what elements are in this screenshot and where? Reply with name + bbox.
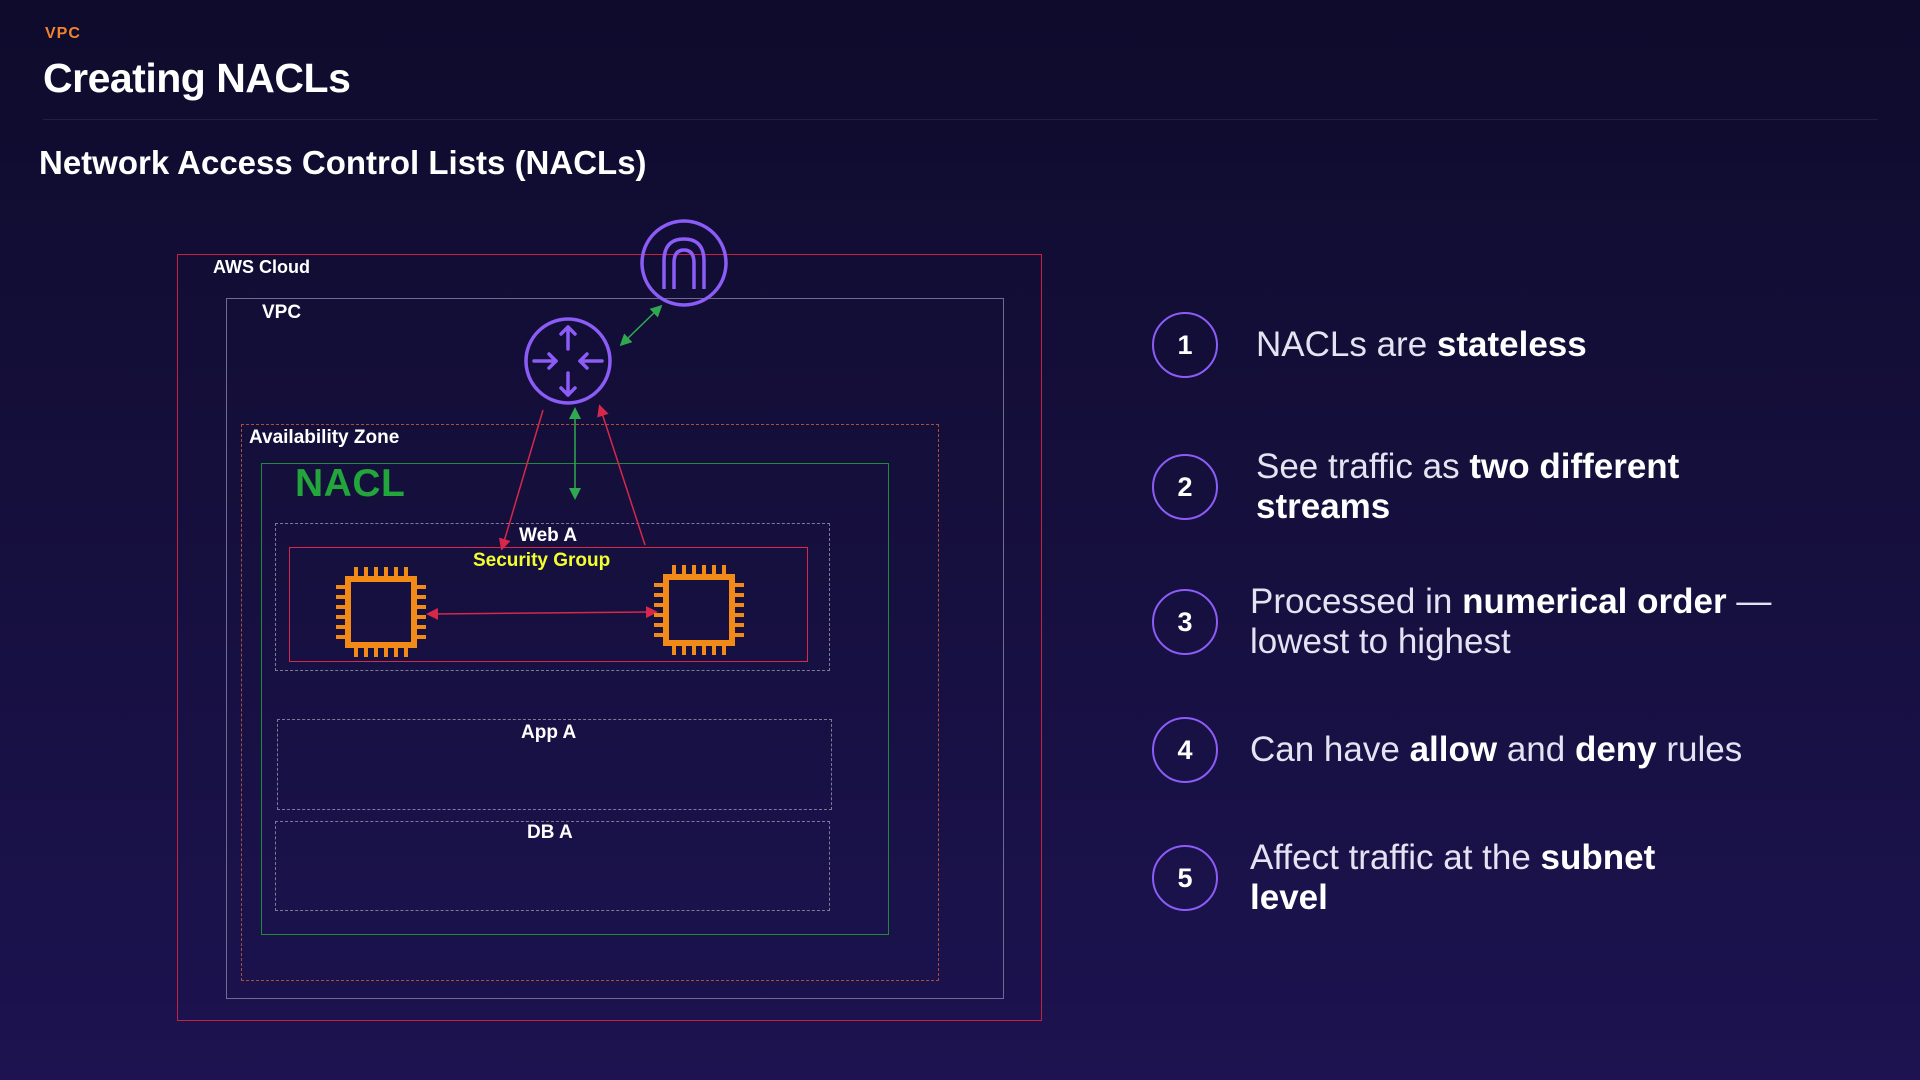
db-subnet-label: DB A bbox=[527, 822, 573, 843]
security-group-label: Security Group bbox=[473, 550, 611, 571]
point-text: Can have allow and deny rules bbox=[1250, 730, 1850, 770]
aws-cloud-boundary bbox=[177, 254, 1042, 1021]
ec2-instance-icon bbox=[650, 561, 748, 664]
section-eyebrow: VPC bbox=[45, 25, 81, 42]
point-text-emphasis: allow bbox=[1409, 730, 1498, 769]
point-item: 4 Can have allow and deny rules bbox=[1152, 717, 1850, 783]
nacl-label: NACL bbox=[295, 462, 406, 505]
point-text-part: NACLs are bbox=[1256, 325, 1437, 364]
slide-title: Creating NACLs bbox=[43, 55, 351, 101]
point-item: 1 NACLs are stateless bbox=[1152, 312, 1776, 378]
web-subnet-boundary bbox=[275, 523, 830, 671]
point-text-part: rules bbox=[1656, 730, 1743, 769]
web-subnet-label: Web A bbox=[519, 525, 578, 546]
app-subnet-boundary bbox=[277, 719, 832, 810]
title-divider bbox=[43, 119, 1878, 120]
router-icon bbox=[524, 317, 612, 410]
point-item: 3 Processed in numerical order — lowest … bbox=[1152, 582, 1810, 662]
point-text-emphasis: deny bbox=[1574, 730, 1657, 769]
point-number: 1 bbox=[1152, 312, 1218, 378]
point-text-part: See traffic as bbox=[1256, 447, 1470, 486]
point-text-emphasis: subnet level bbox=[1250, 838, 1656, 917]
point-text: NACLs are stateless bbox=[1256, 325, 1776, 365]
point-number: 3 bbox=[1152, 589, 1218, 655]
point-text-part: Processed in bbox=[1250, 582, 1463, 621]
point-text-emphasis: stateless bbox=[1436, 325, 1587, 364]
point-item: 5 Affect traffic at the subnet level bbox=[1152, 838, 1720, 918]
availability-zone-boundary bbox=[241, 424, 939, 981]
point-number: 4 bbox=[1152, 717, 1218, 783]
point-text: See traffic as two different streams bbox=[1256, 447, 1746, 527]
availability-zone-label: Availability Zone bbox=[249, 427, 400, 448]
app-subnet-label: App A bbox=[521, 722, 577, 743]
internet-gateway-icon bbox=[640, 219, 728, 312]
point-number: 2 bbox=[1152, 454, 1218, 520]
ec2-instance-icon bbox=[332, 563, 430, 666]
point-text-emphasis: numerical order bbox=[1462, 582, 1727, 621]
point-number: 5 bbox=[1152, 845, 1218, 911]
aws-cloud-label: AWS Cloud bbox=[213, 257, 310, 277]
slide-subtitle: Network Access Control Lists (NACLs) bbox=[39, 144, 647, 181]
db-subnet-boundary bbox=[275, 821, 830, 911]
vpc-label: VPC bbox=[262, 302, 302, 323]
point-text: Processed in numerical order — lowest to… bbox=[1250, 582, 1810, 662]
point-text-part: and bbox=[1497, 730, 1575, 769]
point-text: Affect traffic at the subnet level bbox=[1250, 838, 1720, 918]
point-text-part: Affect traffic at the bbox=[1250, 838, 1541, 877]
point-text-part: — lowest to highest bbox=[1250, 582, 1772, 661]
point-text-part: Can have bbox=[1250, 730, 1410, 769]
security-group-boundary bbox=[289, 547, 808, 662]
vpc-boundary bbox=[226, 298, 1004, 999]
point-text-emphasis: two different streams bbox=[1256, 447, 1680, 526]
point-item: 2 See traffic as two different streams bbox=[1152, 447, 1746, 527]
